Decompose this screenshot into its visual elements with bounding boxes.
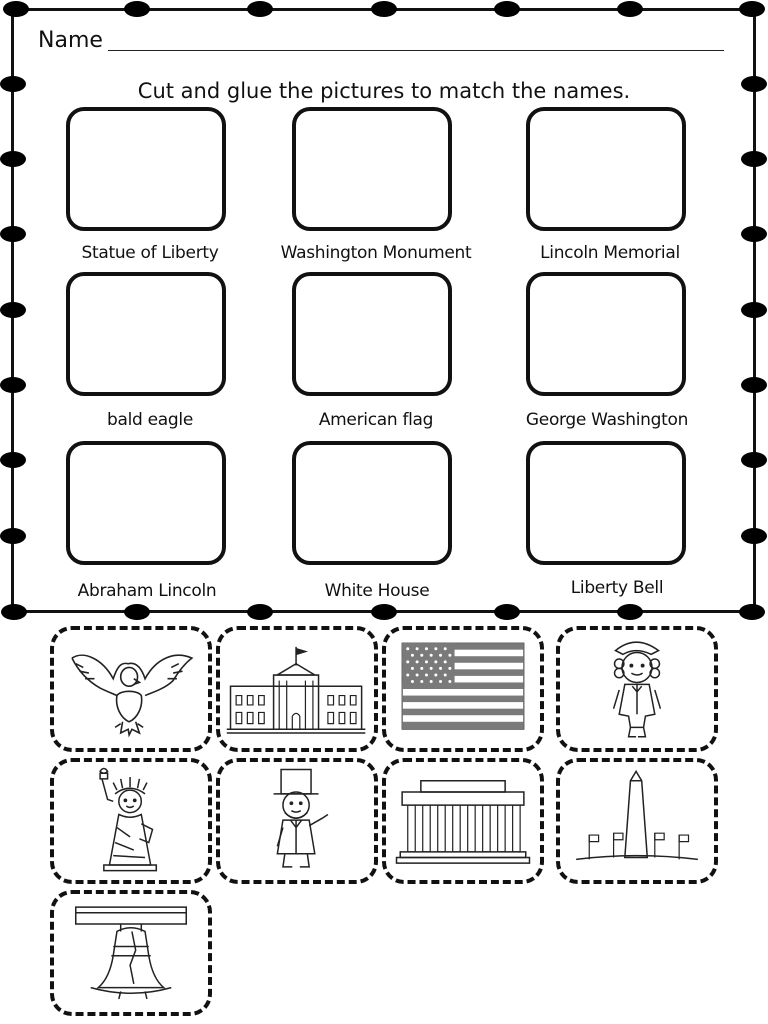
glue-box-label: American flag [318, 410, 434, 430]
border-dot [371, 604, 397, 620]
glue-box-statue-of-liberty[interactable] [66, 107, 226, 231]
glue-box-label: Statue of Liberty [81, 243, 219, 263]
cutout-card-abraham-lincoln[interactable] [216, 758, 378, 884]
instructions: Cut and glue the pictures to match the n… [137, 79, 631, 103]
cutout-card-george-washington[interactable] [556, 626, 718, 752]
border-dot [741, 226, 767, 242]
border-dot [739, 1, 765, 17]
glue-box-american-flag[interactable] [292, 272, 452, 396]
cutout-card-liberty-bell[interactable] [50, 890, 212, 1016]
glue-box-liberty-bell[interactable] [526, 441, 686, 565]
glue-box-label: Liberty Bell [570, 578, 664, 598]
glue-box-george-washington[interactable] [526, 272, 686, 396]
glue-box-bald-eagle[interactable] [66, 272, 226, 396]
abraham-lincoln-icon [220, 762, 374, 880]
border-dot [0, 528, 26, 544]
cutout-card-statue-of-liberty[interactable] [50, 758, 212, 884]
border-dot [494, 1, 520, 17]
glue-box-label: White House [324, 581, 430, 601]
border-dot [617, 604, 643, 620]
border-dot [494, 604, 520, 620]
name-label: Name [38, 28, 103, 53]
cutout-card-lincoln-memorial[interactable] [382, 758, 544, 884]
george-washington-icon [560, 630, 714, 748]
glue-box-white-house[interactable] [292, 441, 452, 565]
cutout-card-white-house[interactable] [216, 626, 378, 752]
white-house-icon [220, 630, 374, 748]
border-dot [0, 302, 26, 318]
glue-box-label: Washington Monument [280, 243, 472, 263]
glue-box-washington-monument[interactable] [292, 107, 452, 231]
border-dot [739, 604, 765, 620]
border-dot [741, 452, 767, 468]
border-dot [3, 1, 29, 17]
cutout-card-washington-monument[interactable] [556, 758, 718, 884]
glue-box-lincoln-memorial[interactable] [526, 107, 686, 231]
border-dot [0, 377, 26, 393]
border-dot [247, 1, 273, 17]
border-dot [741, 76, 767, 92]
border-dot [371, 1, 397, 17]
glue-box-label: bald eagle [107, 410, 193, 430]
border-dot [124, 604, 150, 620]
bald-eagle-icon [54, 630, 208, 748]
border-dot [0, 76, 26, 92]
border-dot [741, 302, 767, 318]
border-dot [617, 1, 643, 17]
border-dot [741, 528, 767, 544]
washington-monument-icon [560, 762, 714, 880]
glue-box-abraham-lincoln[interactable] [66, 441, 226, 565]
statue-of-liberty-icon [54, 762, 208, 880]
glue-box-label: George Washington [525, 410, 689, 430]
border-dot [1, 604, 27, 620]
liberty-bell-icon [54, 894, 208, 1012]
name-write-line[interactable] [108, 50, 724, 51]
border-dot [741, 377, 767, 393]
american-flag-icon [386, 630, 540, 748]
glue-box-label: Abraham Lincoln [77, 581, 217, 601]
border-dot [0, 151, 26, 167]
cutout-card-american-flag[interactable] [382, 626, 544, 752]
border-dot [247, 604, 273, 620]
lincoln-memorial-icon [386, 762, 540, 880]
border-dot [0, 452, 26, 468]
glue-box-label: Lincoln Memorial [540, 243, 680, 263]
border-dot [0, 226, 26, 242]
border-dot [124, 1, 150, 17]
name-row[interactable]: Name [38, 26, 728, 56]
border-dot [741, 151, 767, 167]
cutout-card-bald-eagle[interactable] [50, 626, 212, 752]
